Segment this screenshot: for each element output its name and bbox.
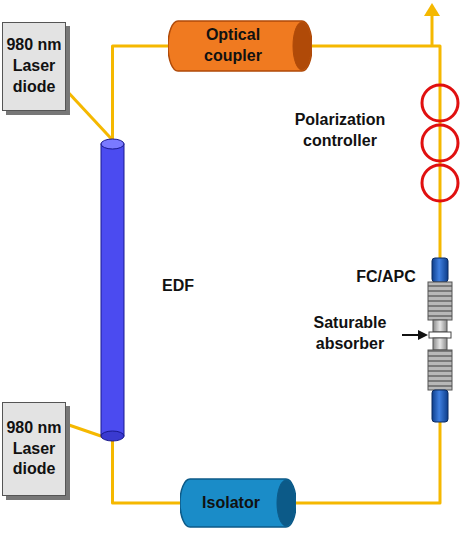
node-label: Isolator (198, 493, 264, 514)
erbium-fiber: EDF (100, 138, 125, 442)
laser-diode-box: 980 nm Laser diode (2, 22, 70, 115)
node-label: EDF (162, 276, 194, 297)
leader-arrow (402, 330, 428, 340)
fiber-connector (113, 46, 169, 140)
fiber-loops (422, 82, 458, 205)
fiber-connector (113, 440, 181, 503)
node-label: 980 nm Laser diode (2, 418, 66, 480)
output-arrow (424, 3, 440, 46)
node-label: Polarization controller (270, 110, 410, 152)
node-label: FC/APC (348, 267, 424, 288)
fiber-connector (312, 46, 440, 82)
polarization-controller: Polarization controller (270, 82, 470, 205)
fc-apc-connector (428, 255, 452, 465)
isolator: Isolator (180, 478, 296, 528)
fiber-connector (296, 465, 440, 503)
laser-diode-box: 980 nm Laser diode (2, 402, 70, 500)
fiber-connector (440, 205, 441, 255)
saturable-absorber-connector: FC/APC Saturable absorber (300, 255, 470, 465)
node-label: Saturable absorber (300, 313, 400, 355)
fiber-connector (66, 90, 113, 140)
edf-outline (100, 138, 125, 442)
node-label: 980 nm Laser diode (2, 35, 66, 97)
node-label: Optical coupler (174, 25, 292, 67)
optical-coupler: Optical coupler (168, 20, 312, 72)
